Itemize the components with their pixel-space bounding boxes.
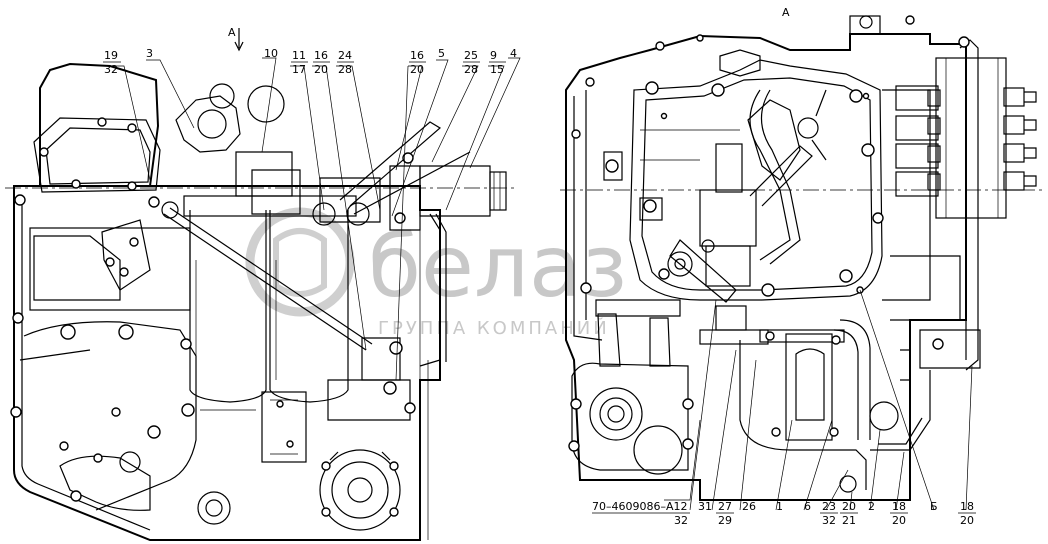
watermark: белаз ГРУППА КОМПАНИЙ (245, 207, 627, 339)
left-view: A (5, 26, 521, 541)
callout-9: 9 (490, 49, 497, 62)
callout-16: 16 (314, 49, 328, 62)
callout-19: 19 (104, 49, 118, 62)
right-callouts: 70–4609086–А12 32 31 27 29 26 1 6 23 32 … (592, 500, 976, 527)
callout-32-right: 32 (674, 514, 688, 527)
callout-11: 11 (292, 49, 306, 62)
callout-20-c: 20 (892, 514, 906, 527)
callout-28: 28 (338, 63, 352, 76)
callout-31: 31 (698, 500, 712, 513)
callout-21: 21 (842, 514, 856, 527)
callout-18b: 18 (960, 500, 974, 513)
left-leaders (104, 57, 521, 381)
hose-fittings (895, 85, 1037, 197)
right-bolts (568, 15, 970, 452)
callout-20b: 20 (410, 63, 424, 76)
callout-18: 18 (892, 500, 906, 513)
callout-1: 1 (776, 500, 783, 513)
callout-5: 5 (438, 47, 445, 60)
callout-a12: 70–4609086–А12 (592, 500, 688, 513)
callout-32: 32 (104, 63, 118, 76)
callout-16b: 16 (410, 49, 424, 62)
callout-23: 23 (822, 500, 836, 513)
callout-3: 3 (146, 47, 153, 60)
callout-27: 27 (718, 500, 732, 513)
callout-25: 25 (464, 49, 478, 62)
callout-20: 20 (314, 63, 328, 76)
callout-b: Б (930, 500, 938, 513)
callout-32-b: 32 (822, 514, 836, 527)
view-label-right: A (782, 6, 790, 19)
callout-26: 26 (742, 500, 756, 513)
view-label-left: A (228, 26, 236, 39)
callout-28b: 28 (464, 63, 478, 76)
left-callouts: 19 32 3 10 11 17 16 20 24 28 16 20 5 25 … (103, 47, 517, 76)
callout-24: 24 (338, 49, 352, 62)
watermark-tagline: ГРУППА КОМПАНИЙ (378, 317, 610, 339)
callout-17: 17 (292, 63, 306, 76)
callout-29: 29 (718, 514, 732, 527)
watermark-brand: белаз (368, 217, 627, 317)
callout-20-r: 20 (842, 500, 856, 513)
callout-10: 10 (264, 47, 278, 60)
callout-15: 15 (490, 63, 504, 76)
left-bolts (10, 117, 416, 517)
right-view: A (560, 6, 1046, 527)
callout-6: 6 (804, 500, 811, 513)
callout-20-d: 20 (960, 514, 974, 527)
right-leaders (664, 289, 973, 511)
callout-4: 4 (510, 47, 517, 60)
callout-2: 2 (868, 500, 875, 513)
